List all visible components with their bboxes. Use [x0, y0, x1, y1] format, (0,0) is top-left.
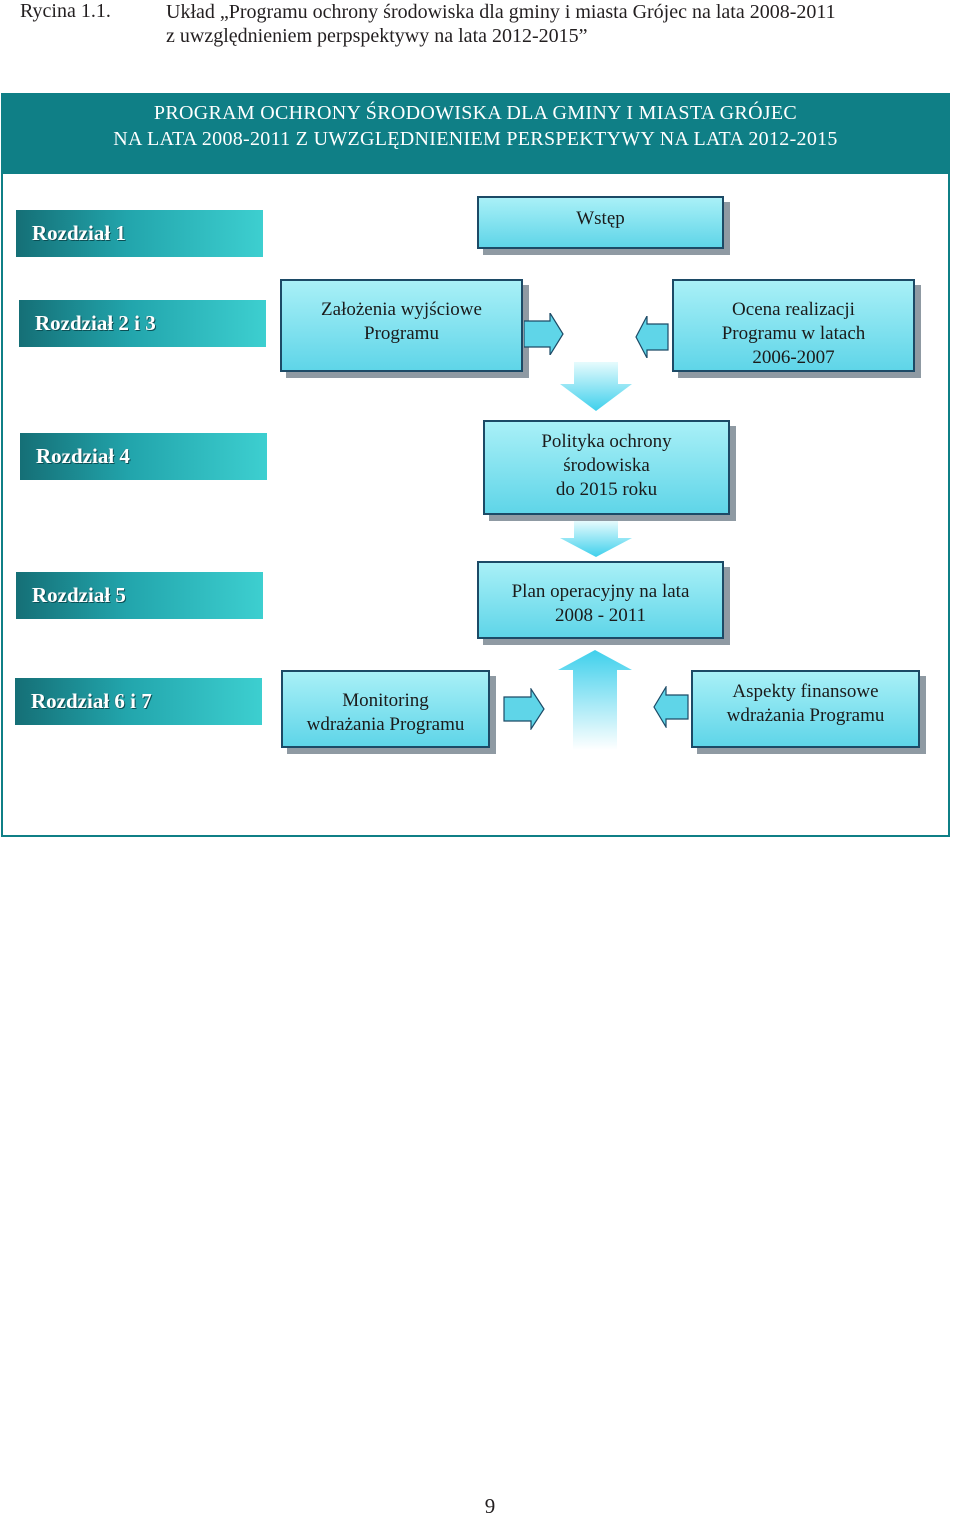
arrow-down-icon-upper	[560, 362, 632, 411]
assumptions-line-2: Programu	[364, 323, 439, 344]
arrow-up-icon	[558, 650, 632, 750]
evaluation-line-2: Programu w latach	[721, 323, 866, 344]
intro-box: Wstęp	[477, 196, 724, 249]
assumptions-line-1: Założenia wyjściowe	[321, 299, 482, 320]
arrow-down-icon-lower	[560, 521, 632, 557]
figure-title: Układ „Programu ochrony środowiska dla g…	[166, 0, 956, 48]
operational-plan-box: Plan operacyjny na lata 2008 - 2011	[477, 561, 724, 639]
figure-title-line-2: z uwzględnieniem perpspektywy na lata 20…	[166, 25, 588, 47]
figure-label: Rycina 1.1.	[20, 0, 111, 22]
assumptions-box: Założenia wyjściowe Programu	[280, 279, 523, 372]
program-banner: PROGRAM OCHRONY ŚRODOWISKA DLA GMINY I M…	[1, 93, 950, 174]
plan-line-1: Plan operacyjny na lata	[511, 581, 690, 602]
figure-title-line-1: Układ „Programu ochrony środowiska dla g…	[166, 1, 836, 23]
policy-line-1: Polityka ochrony	[541, 431, 672, 452]
finance-line-1: Aspekty finansowe	[732, 681, 879, 702]
plan-line-2: 2008 - 2011	[554, 605, 647, 626]
policy-box: Polityka ochrony środowiska do 2015 roku	[483, 420, 730, 515]
intro-box-text: Wstęp	[576, 208, 625, 229]
chapter-label-2-3: Rozdział 2 i 3	[19, 300, 266, 347]
monitoring-line-2: wdrażania Programu	[306, 714, 465, 735]
arrow-right-icon-upper	[524, 313, 564, 355]
evaluation-line-1: Ocena realizacji	[732, 299, 855, 320]
page-number: 9	[484, 1494, 496, 1518]
arrow-left-icon-upper	[635, 316, 669, 358]
arrow-right-icon-lower	[503, 688, 545, 730]
chapter-label-4: Rozdział 4	[20, 433, 267, 480]
evaluation-line-3: 2006-2007	[752, 347, 835, 368]
banner-line-1: PROGRAM OCHRONY ŚRODOWISKA DLA GMINY I M…	[153, 102, 798, 124]
arrow-left-icon-lower	[653, 686, 689, 728]
policy-line-2: środowiska	[563, 455, 650, 476]
finance-box: Aspekty finansowe wdrażania Programu	[691, 670, 920, 748]
evaluation-box: Ocena realizacji Programu w latach 2006-…	[672, 279, 915, 372]
banner-line-2: NA LATA 2008-2011 Z UWZGLĘDNIENIEM PERSP…	[113, 128, 838, 150]
monitoring-line-1: Monitoring	[342, 690, 429, 711]
finance-line-2: wdrażania Programu	[726, 705, 885, 726]
policy-line-3: do 2015 roku	[555, 479, 658, 500]
chapter-label-1: Rozdział 1	[16, 210, 263, 257]
monitoring-box: Monitoring wdrażania Programu	[281, 670, 490, 748]
chapter-label-5: Rozdział 5	[16, 572, 263, 619]
chapter-label-6-7: Rozdział 6 i 7	[15, 678, 262, 725]
